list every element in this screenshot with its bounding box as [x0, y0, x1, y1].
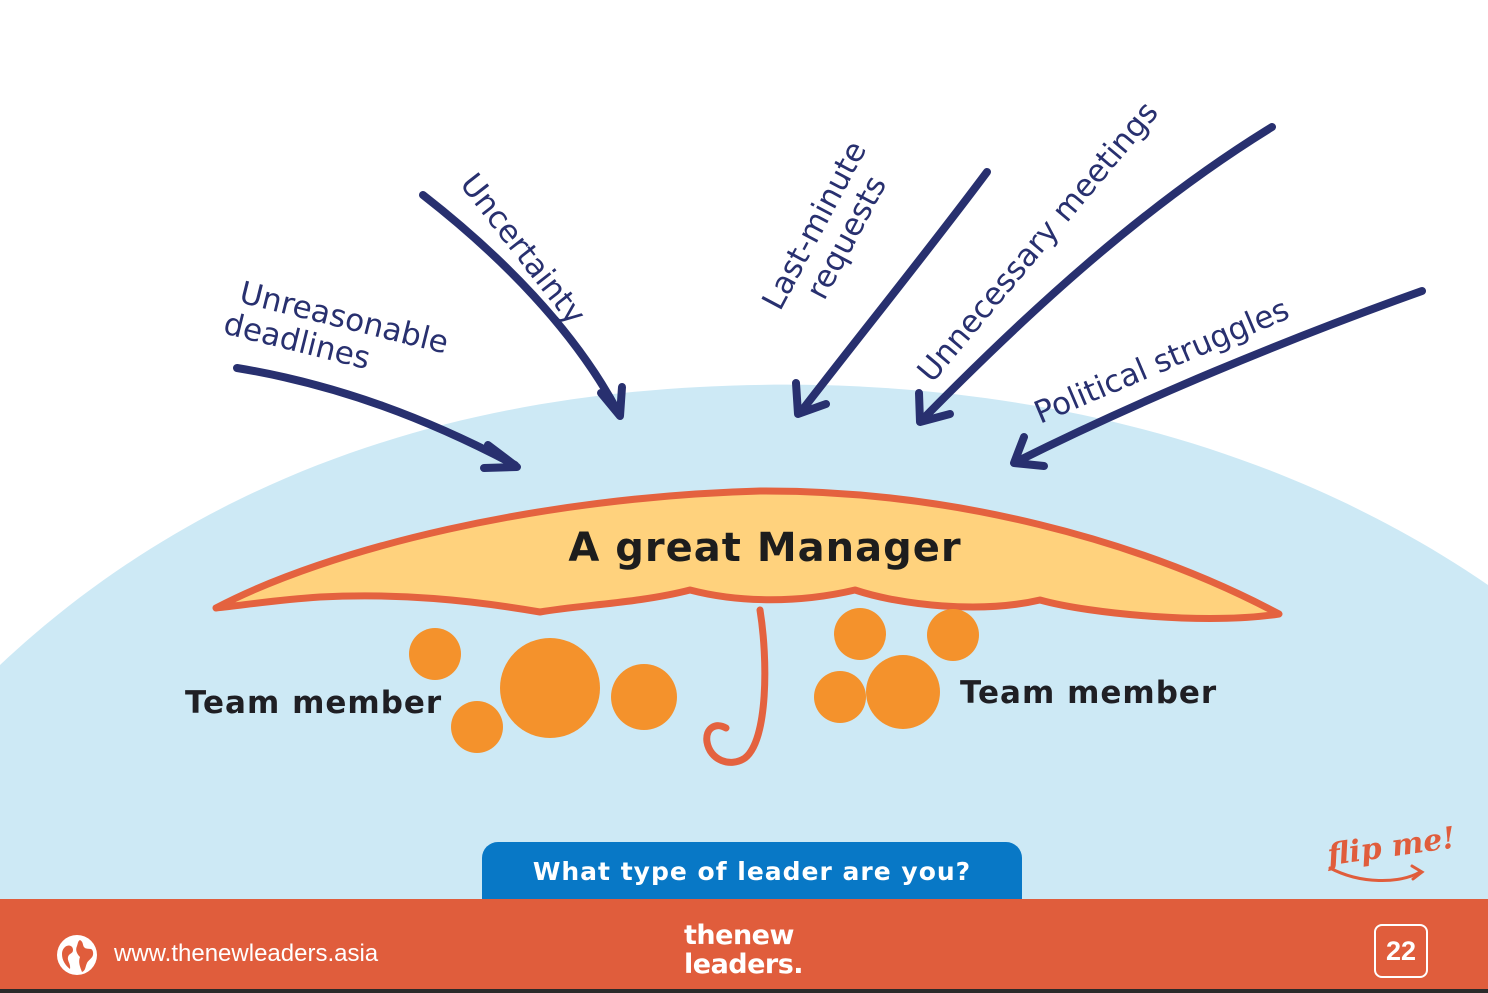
- flip-arrowhead-icon: [1410, 864, 1425, 881]
- logo-line-2: leaders.: [684, 949, 804, 980]
- flip-me-badge[interactable]: flip me!: [1320, 818, 1460, 890]
- pressure-arrows: [233, 123, 1426, 472]
- flip-me-label: flip me!: [1323, 821, 1457, 874]
- bottom-border: [0, 989, 1488, 993]
- member-circle: [611, 664, 677, 730]
- member-circle: [927, 609, 979, 661]
- arrow-icon: [792, 168, 991, 418]
- page-number: 22: [1374, 924, 1428, 978]
- footer: www.thenewleaders.asia thenew leaders. 2…: [0, 899, 1488, 989]
- member-circle: [451, 701, 503, 753]
- member-circle: [814, 671, 866, 723]
- pressure-label-unnecessary-meetings: Unnecessary meetings: [911, 95, 1166, 389]
- pressure-label-uncertainty: Uncertainty: [453, 167, 593, 332]
- leader-type-tab[interactable]: What type of leader are you?: [482, 842, 1022, 900]
- arrow-icon: [1010, 287, 1426, 470]
- member-circle: [409, 628, 461, 680]
- member-circle: [500, 638, 600, 738]
- pressure-label-unreasonable-deadlines: Unreasonable deadlines: [220, 273, 462, 397]
- team-members-left: [409, 628, 677, 753]
- umbrella-handle: [703, 606, 769, 766]
- brand-logo: thenew leaders.: [684, 920, 804, 980]
- team-member-label-left: Team member: [185, 685, 442, 721]
- arrow-icon: [233, 364, 521, 472]
- umbrella-label: A great Manager: [568, 525, 961, 571]
- arrow-icon: [419, 191, 626, 420]
- globe-icon: [57, 935, 97, 975]
- team-members-right: [814, 608, 979, 729]
- member-circle: [866, 655, 940, 729]
- member-circle: [834, 608, 886, 660]
- arrow-icon: [915, 123, 1276, 426]
- umbrella: [212, 487, 1283, 766]
- flip-arrow-icon: [1328, 866, 1422, 882]
- umbrella-canopy: [212, 487, 1283, 622]
- sky-dome: [0, 384, 1488, 900]
- team-member-label-right: Team member: [960, 675, 1217, 711]
- logo-line-1: thenew: [684, 920, 794, 951]
- pressure-label-political-struggles: Political struggles: [1029, 292, 1294, 432]
- website-link[interactable]: www.thenewleaders.asia: [114, 940, 379, 967]
